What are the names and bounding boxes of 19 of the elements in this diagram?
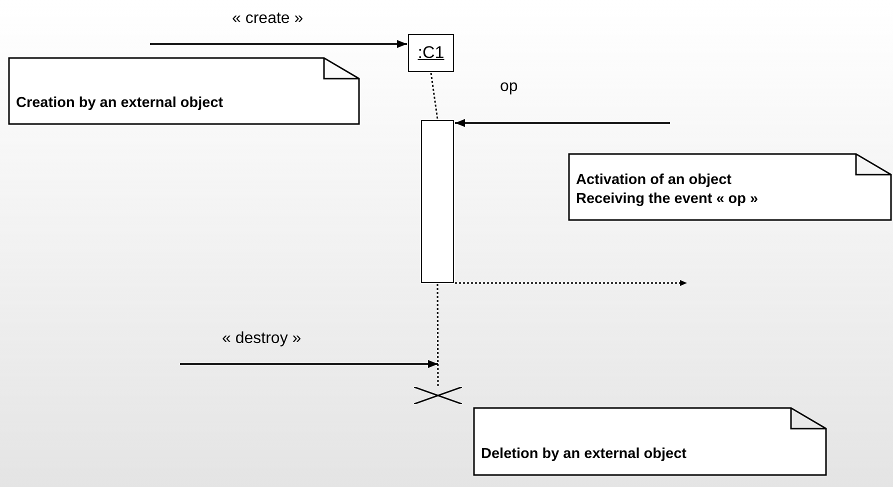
edge-label: « create »	[232, 10, 304, 28]
message-arrow	[455, 280, 687, 286]
note-box	[473, 407, 827, 476]
note-box	[568, 153, 892, 221]
message-arrow	[150, 40, 407, 48]
edge-label: op	[500, 78, 518, 96]
lifeline	[436, 284, 439, 386]
note-box	[8, 57, 360, 125]
destruction-mark	[414, 387, 462, 404]
lifeline	[430, 72, 438, 120]
object-name: :C1	[418, 43, 444, 63]
message-arrow	[455, 119, 670, 127]
message-arrow	[180, 360, 438, 368]
note-text: Creation by an external object	[16, 94, 224, 113]
object-box	[408, 34, 454, 72]
activation-bar	[421, 120, 454, 283]
note-text: Deletion by an external object	[481, 445, 688, 464]
edge-label: « destroy »	[222, 330, 302, 348]
note-text: Activation of an object Receiving the event « op »	[576, 171, 760, 209]
